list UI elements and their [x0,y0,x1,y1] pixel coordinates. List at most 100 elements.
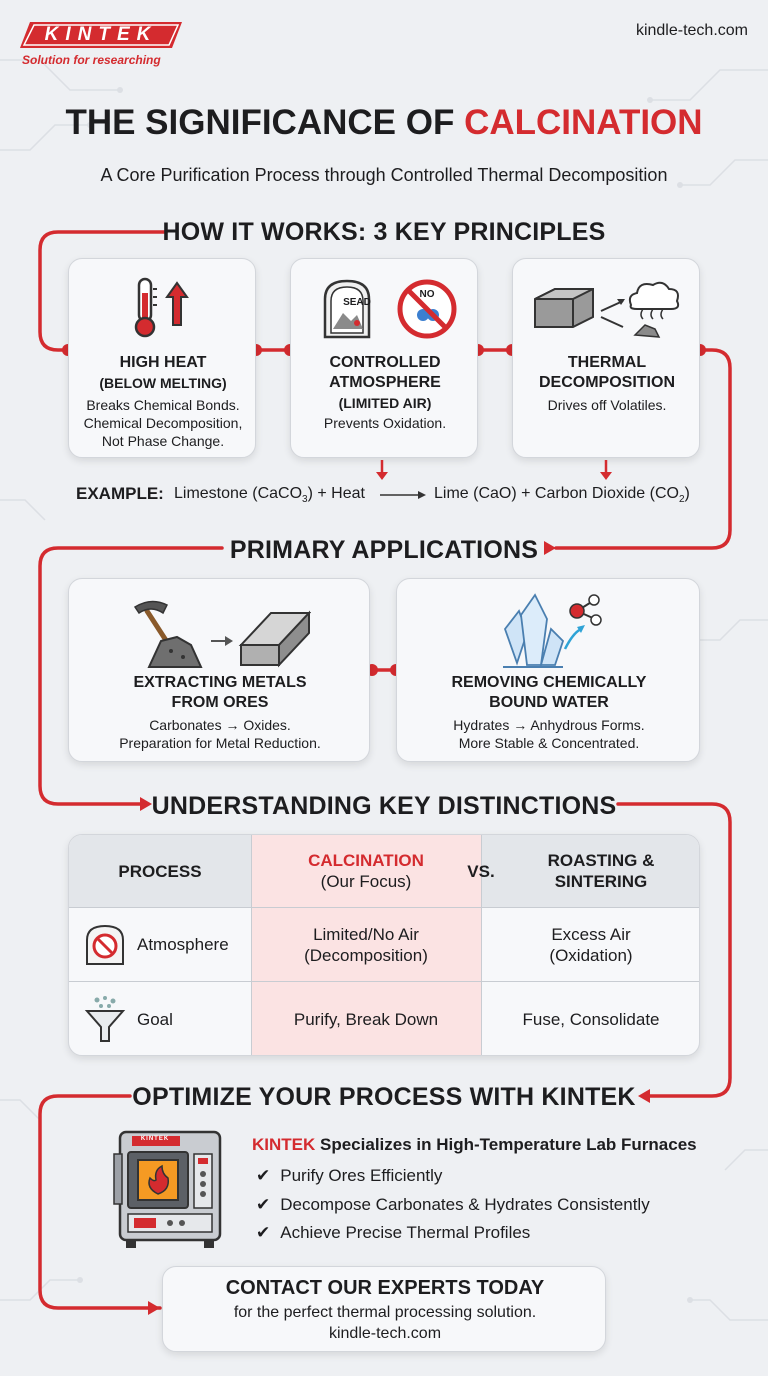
check-icon: ✔ [256,1195,271,1214]
card-text-1: Breaks Chemical Bonds. [86,397,240,413]
thermometer-icon [134,277,189,338]
down-arrow-icon [600,460,612,480]
card-text-2: Preparation for Metal Reduction. [119,735,321,751]
distinctions-table: PROCESS CALCINATION (Our Focus) VS. ROAS… [68,834,700,1056]
optimize-lead: KINTEK Specializes in High-Temperature L… [252,1135,697,1155]
contact-title: CONTACT OUR EXPERTS TODAY [225,1277,545,1299]
col-divider [251,835,252,1055]
card-text-1: Hydrates → Anhydrous Forms. [453,717,645,733]
check-item: ✔ Achieve Precise Thermal Profiles [256,1223,530,1243]
card-title-2: BOUND WATER [489,694,609,711]
header-calcination-title: CALCINATION [308,851,424,870]
logo-banner-shape [20,22,182,48]
card-title: REMOVING CHEMICALLY [451,674,647,691]
reactant-text: Limestone (CaCO [174,485,303,502]
stone-decomposing-icon [534,281,680,338]
card-text-3: Not Phase Change. [101,433,225,449]
product-text: Lime (CaO) + Carbon Dioxide (CO [434,485,679,502]
row-label-atmosphere: Atmosphere [137,935,229,954]
application-card-water: REMOVING CHEMICALLY BOUND WATER Hydrates… [396,578,700,762]
page-title: THE SIGNIFICANCE OF CALCINATION [0,103,768,143]
cell-text-2: (Decomposition) [304,945,428,965]
header-calcination: CALCINATION (Our Focus) [251,835,481,907]
title-part-1: THE SIGNIFICANCE OF [65,103,465,142]
page-subtitle: A Core Purification Process through Cont… [100,165,668,185]
check-icon: ✔ [256,1166,271,1185]
card-text-1: Carbonates → Oxides. [149,717,291,733]
cell-roasting-goal: Fuse, Consolidate [522,1010,660,1029]
optimize-lead-text: Specializes in High-Temperature Lab Furn… [315,1135,697,1154]
card-subtitle: (LIMITED AIR) [338,395,432,411]
card-title-2: FROM ORES [171,694,269,711]
product-text-end: ) [684,485,690,502]
crystal-water-molecule-icon [503,593,602,668]
calcination-column-highlight [251,835,481,1055]
ore-to-ingot-icon [133,600,311,668]
optimize-heading: OPTIMIZE YOUR PROCESS WITH KINTEK [132,1083,636,1111]
down-arrow-icon [376,460,388,480]
application-card-metals: EXTRACTING METALS FROM ORES Carbonates →… [68,578,370,762]
check-item: ✔ Decompose Carbonates & Hydrates Consist… [256,1195,650,1215]
applications-heading: PRIMARY APPLICATIONS [229,536,539,564]
lab-furnace-icon [113,1130,222,1248]
header-calcination-sub: (Our Focus) [320,872,412,891]
card-text-2: More Stable & Concentrated. [458,735,640,751]
principle-card-atmosphere: SEAD NO CONTROLLED ATMOSPHERE (LIMITED A… [290,258,478,458]
principles-heading: HOW IT WORKS: 3 KEY PRINCIPLES [162,218,606,246]
check-text: Purify Ores Efficiently [280,1166,443,1185]
chamber-label: SEAD [343,297,371,308]
product-subscript: 2 [678,494,685,506]
header-vs: VS. [467,861,495,881]
optimize-brand: KINTEK [252,1135,316,1154]
cell-text-2: (Oxidation) [549,945,633,965]
contact-line: for the perfect thermal processing solut… [233,1304,537,1321]
example-label: EXAMPLE: [76,484,164,503]
col-divider [481,835,482,1055]
card-title: HIGH HEAT [119,354,207,371]
example-products: Lime (CaO) + Carbon Dioxide (CO2) [434,485,690,505]
no-air-label: NO [419,289,435,300]
header-roasting: ROASTING & SINTERING [501,835,699,907]
check-icon: ✔ [256,1223,271,1242]
reaction-arrow-icon [380,491,426,499]
cell-calcination-atmosphere: Limited/No Air (Decomposition) [251,908,481,981]
funnel-icon [84,996,126,1042]
card-title-2: DECOMPOSITION [538,374,675,391]
header-site-link[interactable]: kindle-tech.com [635,22,748,39]
header-process: PROCESS [118,861,202,881]
principle-card-decomposition: THERMAL DECOMPOSITION Drives off Volatil… [512,258,700,458]
no-air-chamber-icon [86,924,124,965]
header-roasting-title: ROASTING & [547,851,655,870]
logo-text: KINTEK [44,24,158,45]
logo-tagline: Solution for researching [22,53,161,67]
distinctions-heading: UNDERSTANDING KEY DISTINCTIONS [151,792,617,820]
cell-text: Limited/No Air [313,924,419,944]
card-title: THERMAL [567,354,647,371]
contact-site-link[interactable]: kindle-tech.com [328,1325,442,1342]
reactant-subscript: 3 [302,494,308,506]
kintek-logo: KINTEK [20,22,182,48]
cell-roasting-atmosphere: Excess Air (Oxidation) [481,908,699,981]
row-divider [69,907,699,908]
cell-calcination-goal: Purify, Break Down [293,1010,439,1029]
check-item: ✔ Purify Ores Efficiently [256,1166,442,1186]
card-text-1: Drives off Volatiles. [547,397,667,413]
check-text: Decompose Carbonates & Hydrates Consiste… [280,1195,650,1214]
example-reactants: Limestone (CaCO3) + Heat [174,485,365,505]
furnace-label: KINTEK [140,1136,170,1142]
sealed-chamber-no-air-icon [323,279,457,339]
card-title-2: ATMOSPHERE [329,374,441,391]
card-title: EXTRACTING METALS [133,674,307,691]
card-text-1: Prevents Oxidation. [323,415,447,431]
reactant-text-end: ) + Heat [307,485,365,502]
row-label-goal: Goal [137,1010,173,1029]
header-roasting-title-2: SINTERING [554,872,648,891]
card-subtitle: (BELOW MELTING) [99,375,227,391]
check-text: Achieve Precise Thermal Profiles [280,1223,531,1242]
card-title: CONTROLLED [329,354,441,371]
contact-box[interactable]: CONTACT OUR EXPERTS TODAY for the perfec… [162,1266,606,1352]
principle-card-high-heat: HIGH HEAT (BELOW MELTING) Breaks Chemica… [68,258,256,458]
cell-text: Excess Air [551,924,631,944]
